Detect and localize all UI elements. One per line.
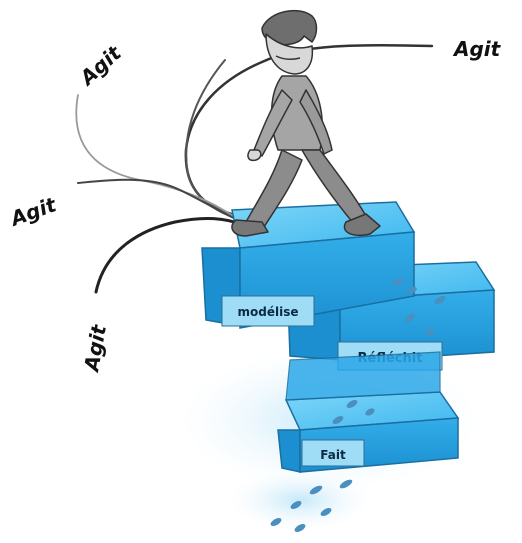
agit-label-top-right: Agit: [452, 37, 502, 61]
walking-person: [231, 9, 381, 237]
step-modelise: modélise: [201, 201, 416, 329]
agit-label-mid-left: Agit: [6, 192, 61, 232]
agit-label-lower-left: Agit: [79, 322, 111, 375]
action-lines: [75, 43, 434, 294]
step-label-fait: Fait: [320, 448, 346, 462]
agit-label-upper-left: Agit: [74, 40, 127, 91]
step-label-modelise: modélise: [238, 305, 299, 319]
step-fait: Fait: [277, 391, 460, 473]
